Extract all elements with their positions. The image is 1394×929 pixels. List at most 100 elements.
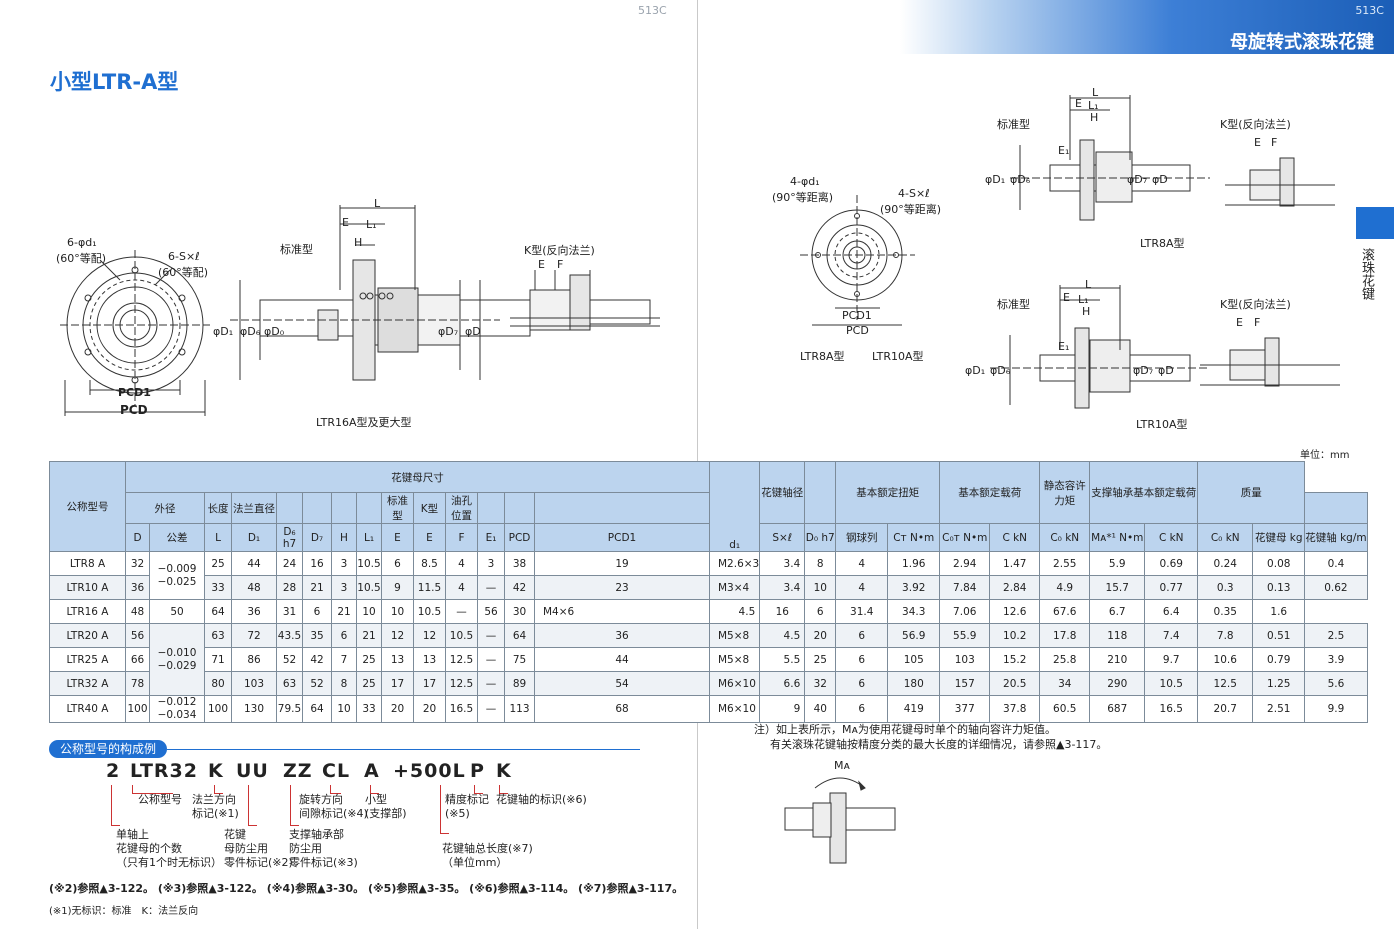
label-H-r1: H (1090, 111, 1099, 124)
expl-model: 公称型号 (138, 793, 182, 806)
table-cell: 50 (149, 599, 205, 624)
table-cell: 9.7 (1144, 647, 1199, 672)
table-cell: 10.5 (445, 623, 478, 648)
table-cell: 17.8 (1039, 623, 1091, 648)
unit-label: 单位：mm (1300, 450, 1350, 461)
table-cell: 16 (759, 599, 806, 624)
bracket-uu (248, 785, 257, 826)
label-phiD-r1: φD (1152, 173, 1168, 186)
th-oil: 油孔位置 (445, 492, 478, 524)
label-60a: (60°等配) (56, 252, 107, 265)
table-cell: 6 (835, 623, 889, 648)
table-cell: 6 (835, 647, 889, 672)
label-E-left: E (342, 216, 349, 229)
side-tab[interactable] (1356, 207, 1394, 239)
code-part-p: P (470, 760, 485, 782)
table-cell: 12.5 (1197, 671, 1254, 696)
table-cell: 42 (504, 575, 535, 600)
th-Cb: C kN (1144, 523, 1199, 552)
th-nutmass: 花键母 kg (1252, 523, 1306, 552)
page-number-right: 513C (1355, 4, 1384, 17)
table-cell: 40 (804, 695, 837, 723)
label-ltr8a: LTR8A型 (1140, 237, 1185, 250)
expl-small: 小型 (支撑部) (365, 793, 407, 820)
table-cell: 80 (204, 671, 232, 696)
table-cell: — (477, 623, 505, 648)
table-cell: 71 (204, 647, 232, 672)
table-cell: 6.7 (1089, 599, 1146, 624)
table-cell: 4.5 (708, 599, 761, 624)
table-cell: 10 (804, 575, 837, 600)
table-cell: 4 (445, 575, 478, 600)
table-cell: 13 (413, 647, 446, 672)
th-blank3 (331, 492, 357, 524)
table-cell: 9.9 (1304, 695, 1368, 723)
table-cell: — (477, 647, 505, 672)
table-cell: 3.9 (1304, 647, 1368, 672)
table-cell: 3.4 (759, 551, 806, 576)
table-cell: 21 (331, 599, 357, 624)
table-cell: 48 (231, 575, 277, 600)
table-cell: 9 (759, 695, 806, 723)
table-cell: 687 (1089, 695, 1146, 723)
label-phiD1-r2: φD₁ (965, 364, 986, 377)
table-cell: 113 (504, 695, 535, 723)
table-cell: 7.06 (939, 599, 991, 624)
table-cell: 28 (276, 575, 303, 600)
th-F: F (445, 523, 478, 552)
label-4S: 4-S×ℓ (898, 187, 930, 200)
table-cell: 6.4 (1144, 599, 1199, 624)
label-pcd1-right: PCD1 (842, 309, 872, 322)
table-cell: — (477, 671, 505, 696)
label-phiD0-left: φD₀ (264, 325, 285, 338)
table-cell: 6 (331, 623, 357, 648)
table-cell: LTR8 A (49, 551, 126, 576)
label-4phi: 4-φd₁ (790, 175, 820, 188)
th-blank5 (477, 492, 505, 524)
front-view-drawing-right (800, 195, 915, 326)
table-cell: 5.5 (759, 647, 806, 672)
table-cell: 16 (302, 551, 332, 576)
table-cell: 6 (381, 551, 414, 576)
table-cell: 3 (331, 551, 357, 576)
table-cell: 1.6 (1252, 599, 1306, 624)
label-ltr8-front: LTR8A型 (800, 350, 845, 363)
table-cell: 5.6 (1304, 671, 1368, 696)
table-cell: 21 (302, 575, 332, 600)
label-ma: Mᴀ (834, 759, 851, 772)
table-cell: 0.62 (1304, 575, 1368, 600)
expl-count: 单轴上 花键母的个数 （只有1个时无标识） (116, 828, 222, 869)
table-cell: 64 (504, 623, 535, 648)
code-part-a: A (364, 760, 380, 782)
table-cell: M4×6 (534, 599, 710, 624)
label-ltr16: LTR16A型及更大型 (316, 416, 412, 429)
label-H-r2: H (1082, 305, 1091, 318)
table-cell: 10.2 (989, 623, 1041, 648)
bracket-length (440, 785, 449, 834)
table-cell: 56 (477, 599, 505, 624)
th-shaft: 花键轴径 (759, 461, 806, 524)
table-cell: 10 (331, 695, 357, 723)
table-cell: 0.4 (1304, 551, 1368, 576)
table-cell: 4.9 (1039, 575, 1091, 600)
table-cell: 105 (887, 647, 941, 672)
bracket-k (214, 785, 223, 794)
table-cell: 30 (504, 599, 535, 624)
table-cell: LTR10 A (49, 575, 126, 600)
th-mass: 质量 (1197, 461, 1306, 524)
table-cell: 25 (356, 647, 382, 672)
label-phiD7-r1: φD₇ (1127, 173, 1148, 186)
label-phiD6-r2: φD₆ (990, 364, 1011, 377)
table-cell: 10 (381, 599, 414, 624)
label-pcd1-left: PCD1 (118, 386, 151, 399)
table-cell: 34 (1039, 671, 1091, 696)
table-cell: 10.5 (356, 575, 382, 600)
table-cell: 25 (804, 647, 837, 672)
table-cell: 20 (381, 695, 414, 723)
table-cell: — (477, 575, 505, 600)
expl-flange: 法兰方向 标记(※1) (192, 793, 239, 820)
table-cell: 15.7 (1089, 575, 1146, 600)
table-cell: M5×8 (708, 647, 761, 672)
table-cell: 3.92 (887, 575, 941, 600)
